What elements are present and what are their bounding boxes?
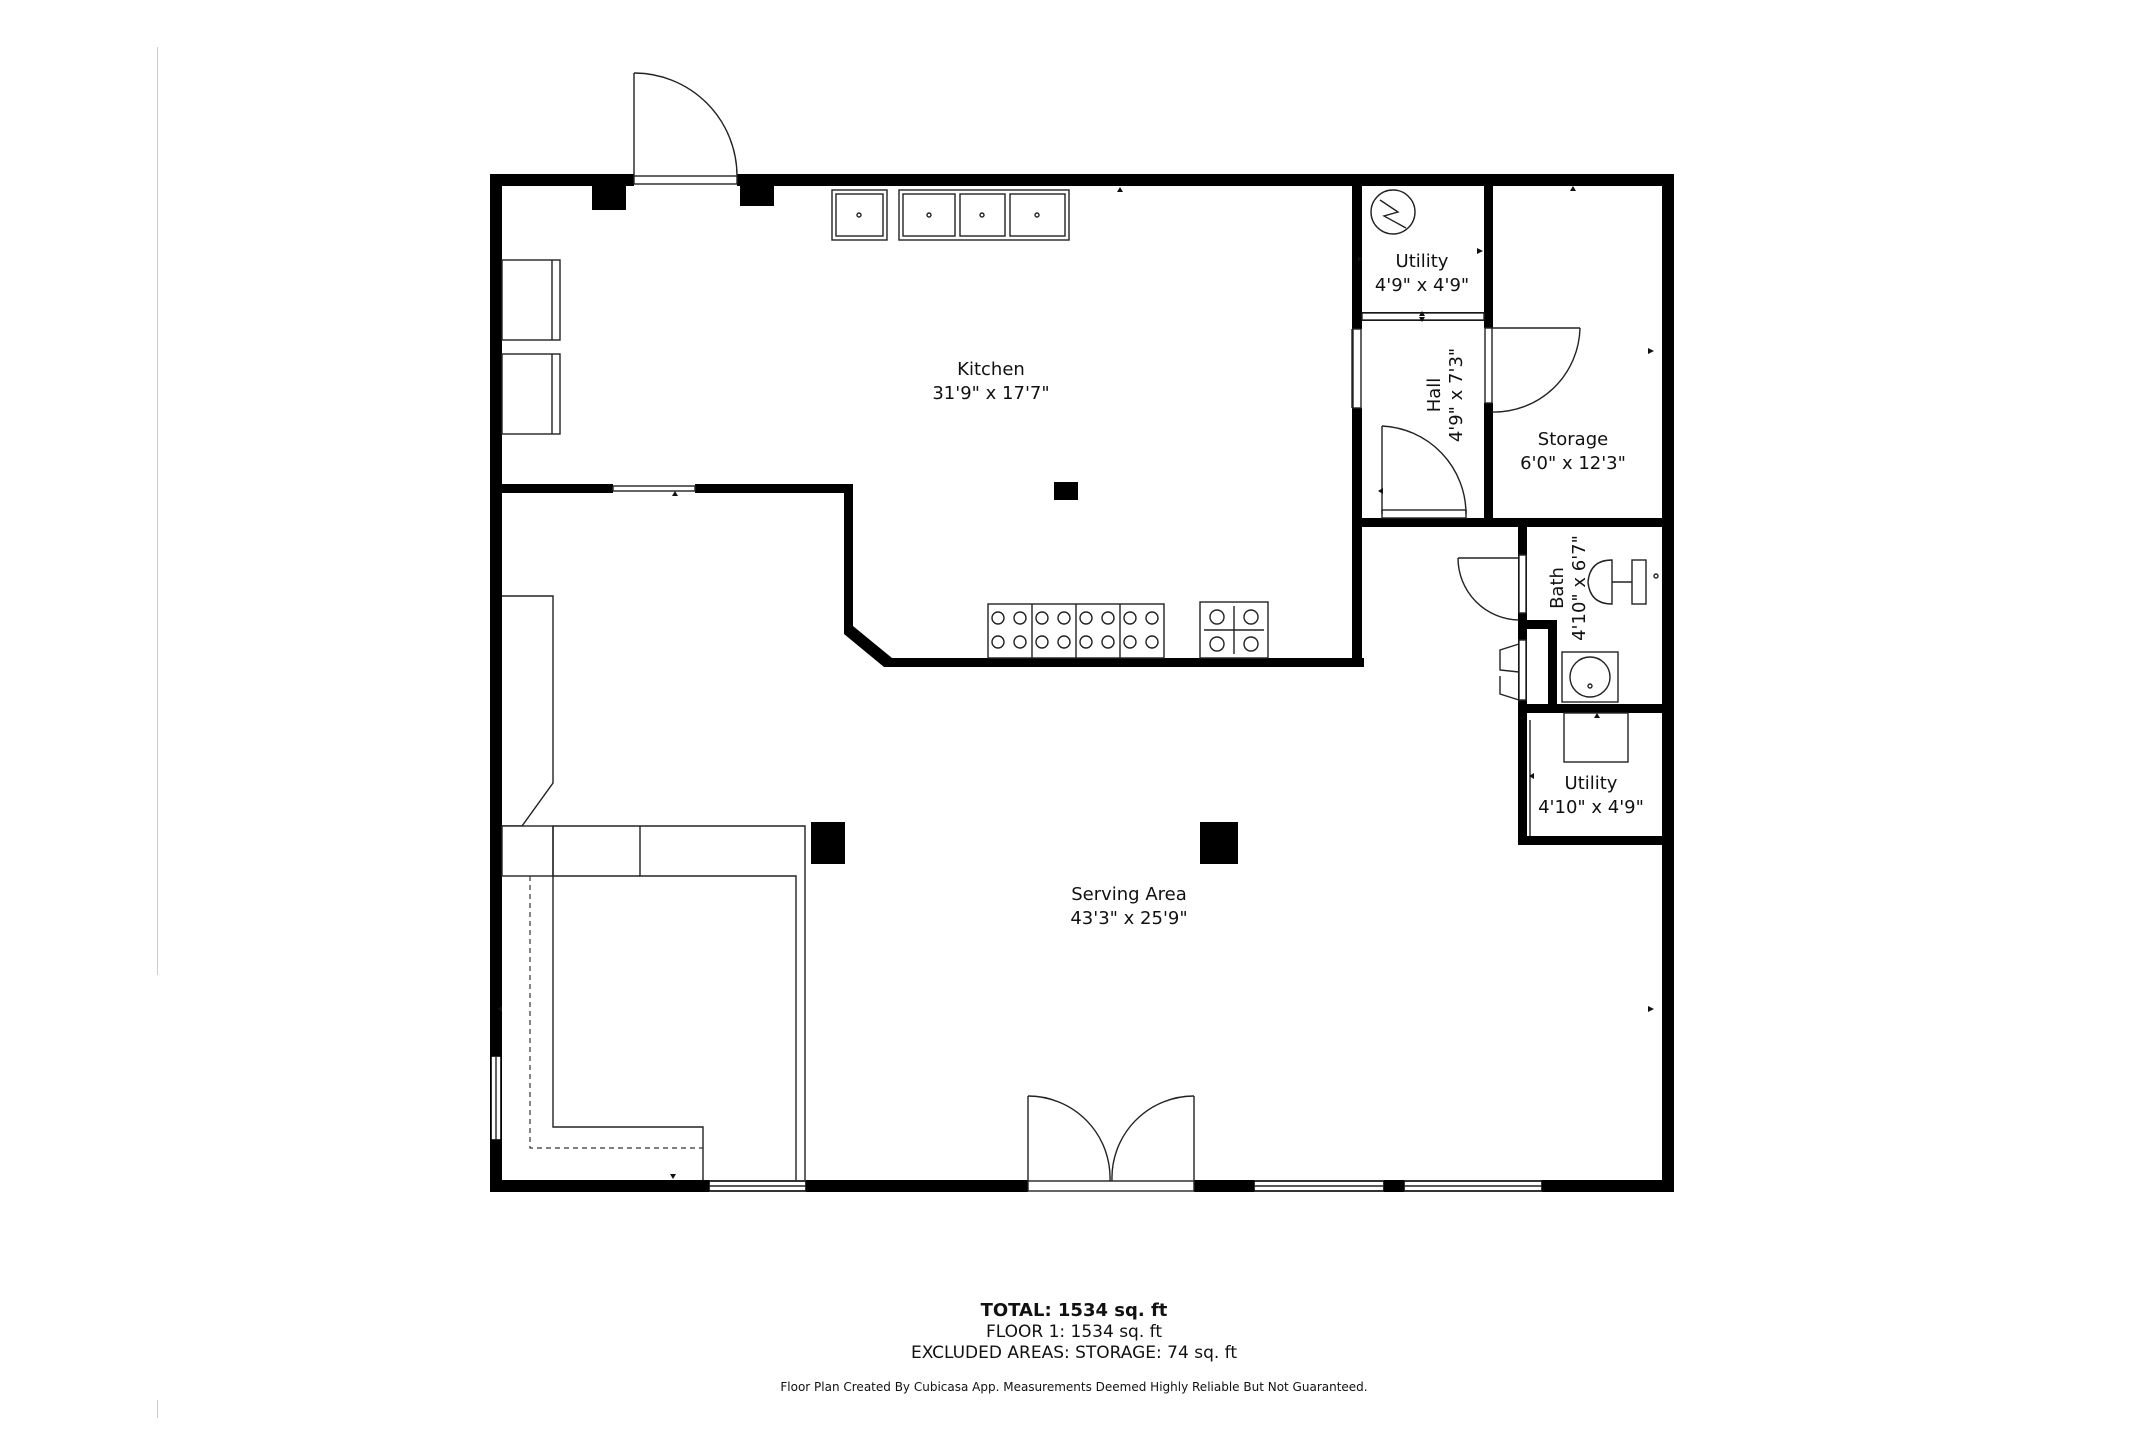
serving-counter <box>501 595 806 1180</box>
burner <box>991 635 1005 649</box>
bath-sink-icon <box>1561 651 1619 703</box>
toilet-icon <box>1587 559 1659 605</box>
column <box>1054 482 1078 500</box>
svg-text:Kitchen: Kitchen <box>957 359 1025 380</box>
column <box>1200 822 1238 864</box>
disclaimer: Floor Plan Created By Cubicasa App. Meas… <box>780 1380 1368 1394</box>
burner <box>1123 635 1137 649</box>
room-label-serving-area: Serving Area 43'3" x 25'9" <box>1070 884 1187 929</box>
appliance <box>1563 712 1629 763</box>
hall-door[interactable] <box>1381 425 1467 515</box>
marker <box>1594 713 1600 718</box>
room-label-bath: Bath 4'10" x 6'7" <box>1547 535 1590 641</box>
stove-burners <box>991 609 1259 652</box>
burner <box>1209 636 1225 652</box>
burner <box>1079 611 1093 625</box>
burner <box>1057 635 1071 649</box>
hall-door-frame <box>1381 509 1467 519</box>
burner <box>1101 611 1115 625</box>
entry-double-doors[interactable] <box>1027 1095 1195 1192</box>
marker <box>1117 187 1123 192</box>
svg-text:6'0" x 12'3": 6'0" x 12'3" <box>1520 453 1626 474</box>
bath-door[interactable] <box>1457 554 1527 621</box>
floor-area: FLOOR 1: 1534 sq. ft <box>985 1322 1163 1342</box>
windows-bottom <box>708 1180 1543 1192</box>
page-edge-mark <box>157 1400 158 1418</box>
column <box>811 822 845 864</box>
column <box>592 184 626 210</box>
svg-text:Utility: Utility <box>1565 773 1618 794</box>
burner <box>1013 635 1027 649</box>
room-label-storage: Storage 6'0" x 12'3" <box>1520 429 1626 474</box>
svg-text:4'9" x 4'9": 4'9" x 4'9" <box>1375 275 1469 296</box>
svg-text:4'9" x 7'3": 4'9" x 7'3" <box>1446 348 1467 442</box>
water-heater-icon <box>1370 189 1416 235</box>
svg-text:43'3" x 25'9": 43'3" x 25'9" <box>1070 908 1187 929</box>
room-label-utility-bottom: Utility 4'10" x 4'9" <box>1538 773 1644 818</box>
burner <box>1013 611 1027 625</box>
burner <box>991 611 1005 625</box>
exterior-walls <box>490 174 1674 1192</box>
burner <box>1101 635 1115 649</box>
column <box>740 184 774 206</box>
burner <box>1209 609 1225 625</box>
burner <box>1243 636 1259 652</box>
excluded-area: EXCLUDED AREAS: STORAGE: 74 sq. ft <box>910 1343 1238 1363</box>
utility-bifold-door[interactable] <box>1499 639 1527 701</box>
wall-markers <box>497 186 1654 1179</box>
svg-text:Serving Area: Serving Area <box>1071 884 1187 905</box>
burner <box>1035 611 1049 625</box>
storage-door[interactable] <box>1484 327 1581 413</box>
svg-text:4'10" x 4'9": 4'10" x 4'9" <box>1538 797 1644 818</box>
room-label-utility-top: Utility 4'9" x 4'9" <box>1375 251 1469 296</box>
burner <box>1243 609 1259 625</box>
svg-text:Storage: Storage <box>1538 429 1608 450</box>
room-label-hall: Hall 4'9" x 7'3" <box>1424 348 1467 442</box>
svg-text:4'10" x 6'7": 4'10" x 6'7" <box>1569 535 1590 641</box>
page-edge-line <box>157 47 158 975</box>
svg-text:31'9" x 17'7": 31'9" x 17'7" <box>932 383 1049 404</box>
kitchen-opening <box>612 485 696 492</box>
burner <box>1145 611 1159 625</box>
total-area: TOTAL: 1534 sq. ft <box>980 1300 1168 1321</box>
svg-text:Hall: Hall <box>1424 378 1445 413</box>
kitchen-walls <box>502 174 1364 667</box>
burner <box>1035 635 1049 649</box>
room-label-kitchen: Kitchen 31'9" x 17'7" <box>932 359 1049 404</box>
burner <box>1079 635 1093 649</box>
svg-text:Utility: Utility <box>1396 251 1449 272</box>
kitchen-fixtures <box>501 189 1269 659</box>
burner <box>1145 635 1159 649</box>
svg-text:Bath: Bath <box>1547 567 1568 609</box>
burner <box>1057 611 1071 625</box>
burner <box>1123 611 1137 625</box>
entry-door-top[interactable] <box>633 72 738 185</box>
